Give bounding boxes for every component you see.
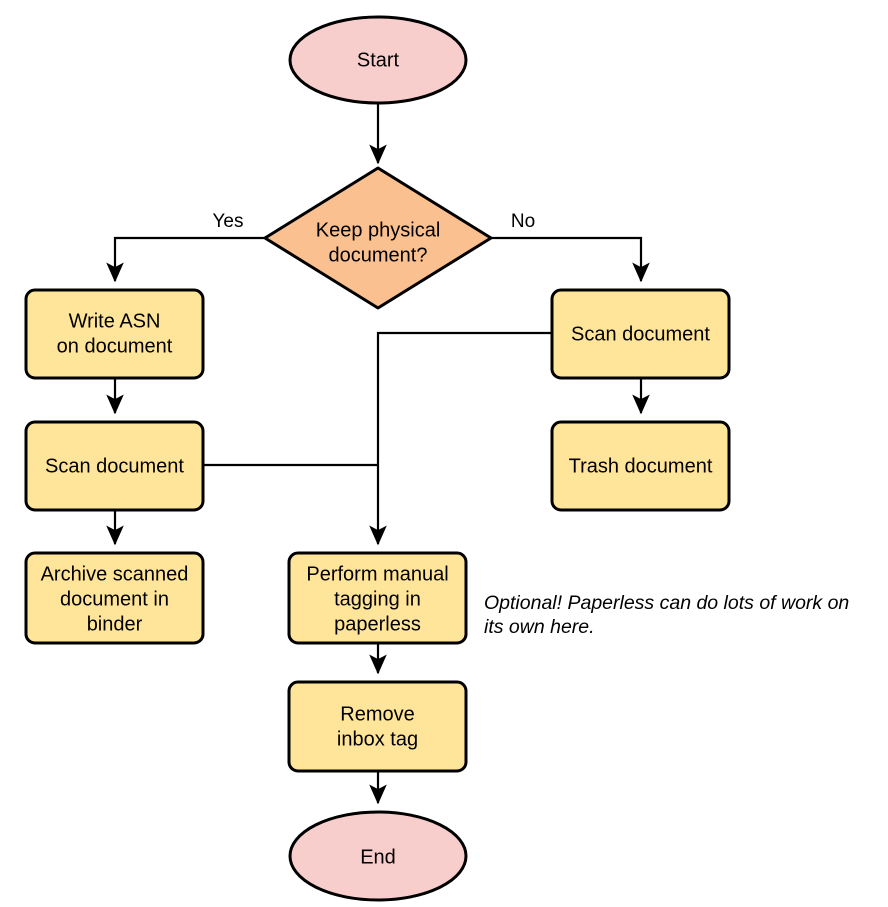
manual-tagging-label-line1: Perform manual [306,563,448,585]
connector-layer [106,103,650,805]
write-asn-label-line1: Write ASN [69,310,161,332]
write-asn-rect-shape [24,288,205,380]
remove-inbox-tag-rect-shape [287,680,468,773]
start-label: Start [357,49,400,71]
edge-label-no: No [511,211,535,232]
trash-document-label: Trash document [569,455,713,477]
optional-note-line1: Optional! Paperless can do lots of work … [484,592,849,614]
node-scan-document-right[interactable]: Scan document [550,288,731,380]
scan-document-right-label: Scan document [571,323,710,345]
node-manual-tagging[interactable]: Perform manual tagging in paperless [287,551,468,645]
archive-binder-label-line1: Archive scanned [41,563,189,585]
decision-label-line2: document? [329,244,428,266]
edge-label-yes: Yes [213,211,244,232]
remove-inbox-tag-label-line1: Remove [340,703,414,725]
end-label: End [360,846,396,868]
end-ellipse-shape [288,810,468,902]
edge-scan-right-to-manual-tagging [369,331,552,546]
scan-document-left-rect-shape [24,420,205,512]
decision-label-line1: Keep physical [316,219,441,241]
annotation-optional-note: Optional! Paperless can do lots of work … [484,592,849,638]
archive-binder-rect-shape [24,551,205,645]
optional-note-line2: its own here. [484,616,595,638]
node-write-asn[interactable]: Write ASN on document [24,288,205,380]
node-start[interactable]: Start [288,15,468,105]
manual-tagging-label-line2: tagging in [334,588,421,610]
start-ellipse-shape [288,15,468,105]
node-trash-document[interactable]: Trash document [550,420,731,512]
node-keep-physical-document[interactable]: Keep physical document? [263,166,493,310]
node-remove-inbox-tag[interactable]: Remove inbox tag [287,680,468,773]
manual-tagging-rect-shape [287,551,468,645]
node-end[interactable]: End [288,810,468,902]
edge-decision-no-to-scan-right [491,236,650,283]
node-archive-binder[interactable]: Archive scanned document in binder [24,551,205,645]
remove-inbox-tag-label-line2: inbox tag [337,728,418,750]
trash-document-rect-shape [550,420,731,512]
manual-tagging-label-line3: paperless [334,613,421,635]
scan-document-left-label: Scan document [45,455,184,477]
edge-decision-yes-to-write-asn [106,236,265,283]
node-scan-document-left[interactable]: Scan document [24,420,205,512]
scan-document-right-rect-shape [550,288,731,380]
decision-diamond-shape [263,166,493,310]
write-asn-label-line2: on document [57,335,173,357]
archive-binder-label-line2: document in [60,588,169,610]
archive-binder-label-line3: binder [87,613,143,635]
